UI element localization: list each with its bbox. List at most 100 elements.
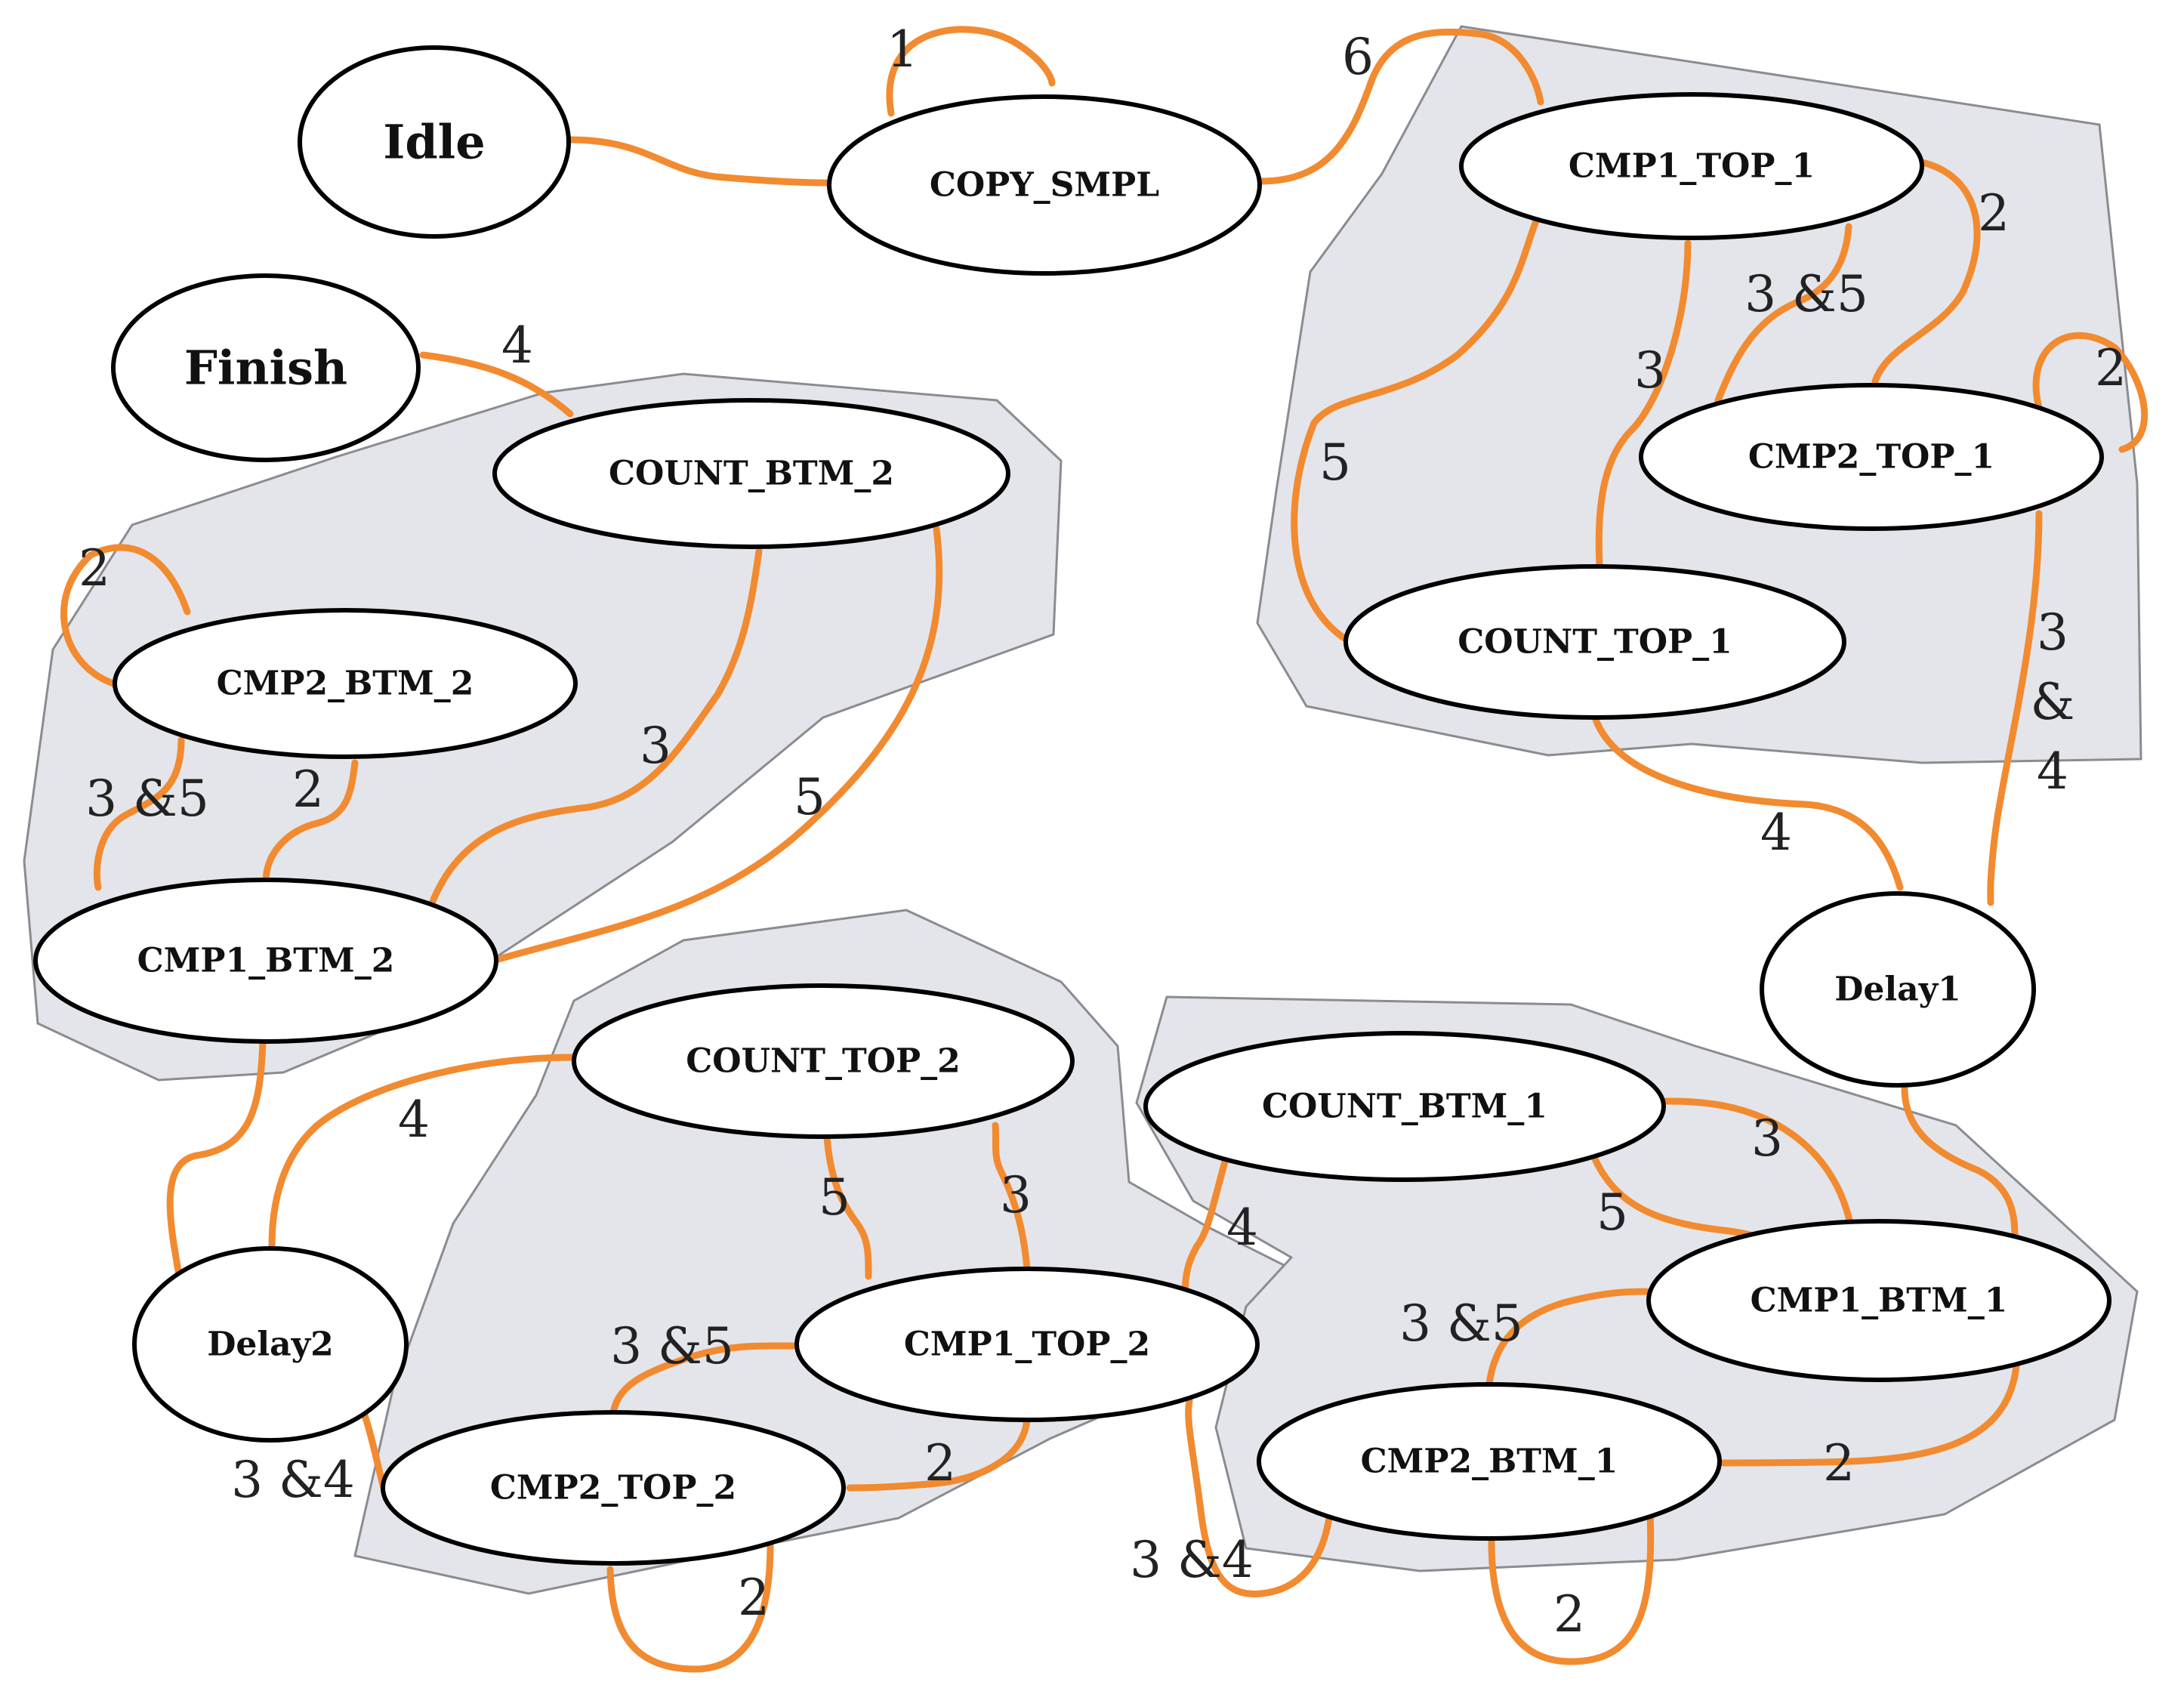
state-label: COUNT_BTM_2 <box>609 455 894 493</box>
transition-cmp2_btm_1-to-cmp1_top_2 <box>1185 1397 1333 1597</box>
transition-label-cmp2_top_1-to-cmp1_top_1: 3 &5 <box>1744 265 1868 323</box>
state-ellipse <box>794 1267 1260 1422</box>
transition-count_btm_1-to-cmp1_top_2 <box>1181 1158 1229 1307</box>
state-cmp1-top-2[interactable]: CMP1_TOP_2 <box>794 1267 1260 1422</box>
state-cmp2-btm-1[interactable]: CMP2_BTM_1 <box>1257 1382 1722 1541</box>
transition-cmp1_btm_2-to-count_btm_2 <box>428 548 763 907</box>
transition-label-cmp1_btm_2-to-count_btm_2: 3 <box>640 717 671 775</box>
state-ellipse <box>381 1410 846 1566</box>
transition-label-count_top_1-to-delay1: 4 <box>1760 804 1792 862</box>
state-label: CMP2_TOP_2 <box>490 1469 736 1507</box>
state-label: CMP2_BTM_2 <box>217 665 474 703</box>
transition-count_top_2-to-cmp1_top_2 <box>823 1133 872 1280</box>
state-delay2[interactable]: Delay2 <box>132 1246 409 1443</box>
transition-cmp2_top_1-to-cmp2_top_1 <box>2032 332 2149 453</box>
state-label: CMP1_TOP_1 <box>1569 147 1815 186</box>
transition-count_top_1-to-delay1 <box>1591 714 1904 891</box>
transition-idle-to-copy_smpl <box>566 136 831 187</box>
transition-label-cmp2_top_2-to-cmp1_top_2: 3 &5 <box>610 1317 734 1375</box>
state-cmp2-top-1[interactable]: CMP2_TOP_1 <box>1639 383 2104 531</box>
transition-label-cmp1_top_2-to-cmp2_top_2: 2 <box>924 1434 956 1492</box>
state-ellipse <box>298 45 571 239</box>
transition-label-cmp2_top_1-to-delay1: 3&4 <box>2031 603 2075 801</box>
state-label: CMP2_TOP_1 <box>1748 438 1994 477</box>
state-label: Idle <box>383 115 485 170</box>
transition-label-cmp2_top_1-to-cmp2_top_1: 2 <box>2095 339 2127 397</box>
transition-label-cmp1_btm_2-to-cmp2_btm_2: 2 <box>292 761 324 819</box>
transition-label-cmp1_btm_1-to-count_btm_1: 3 <box>1751 1109 1783 1168</box>
transition-label-cmp1_top_1-to-count_top_1: 3 <box>1634 341 1666 400</box>
state-label: CMP1_BTM_2 <box>137 942 395 980</box>
state-ellipse <box>1459 92 1924 240</box>
state-label: CMP1_TOP_2 <box>904 1325 1150 1364</box>
state-cmp2-top-2[interactable]: CMP2_TOP_2 <box>381 1410 846 1566</box>
transition-label-cmp2_top_2-to-delay2: 3 &4 <box>231 1451 355 1509</box>
state-ellipse <box>111 273 421 462</box>
state-label: COUNT_TOP_1 <box>1458 623 1732 662</box>
transition-cmp1_top_1-to-cmp2_top_1 <box>1871 159 1981 385</box>
transition-cmp2_top_1-to-delay1 <box>1987 510 2043 906</box>
state-delay1[interactable]: Delay1 <box>1760 891 2036 1088</box>
state-cmp1-top-1[interactable]: CMP1_TOP_1 <box>1459 92 1924 240</box>
state-label: CMP2_BTM_1 <box>1361 1443 1618 1481</box>
transition-cmp2_top_2-to-cmp2_top_2 <box>606 1541 774 1673</box>
transition-label-cmp2_btm_1-to-cmp1_btm_1: 3 &5 <box>1399 1295 1523 1353</box>
transition-cmp2_top_2-to-cmp1_top_2 <box>609 1342 797 1416</box>
state-count-btm-1[interactable]: COUNT_BTM_1 <box>1143 1031 1666 1182</box>
transition-label-cmp1_top_1-to-cmp2_top_1: 2 <box>1978 184 2010 242</box>
transitions <box>60 26 2149 1673</box>
state-cmp2-btm-2[interactable]: CMP2_BTM_2 <box>113 608 578 759</box>
state-cmp1-btm-2[interactable]: CMP1_BTM_2 <box>33 878 498 1044</box>
state-ellipse <box>1639 383 2104 531</box>
transition-label-cmp2_btm_1-to-cmp1_top_2: 3 &4 <box>1130 1531 1254 1589</box>
transition-copy_smpl-to-cmp1_top_1 <box>1257 28 1544 185</box>
transition-cmp1_top_2-to-cmp2_top_2 <box>846 1416 1031 1492</box>
state-finish[interactable]: Finish <box>111 273 421 462</box>
transition-count_top_2-to-delay2 <box>268 1054 576 1250</box>
state-ellipse <box>1257 1382 1722 1541</box>
states: IdleCOPY_SMPLFinishCMP1_TOP_1CMP2_TOP_1C… <box>33 45 2112 1566</box>
state-count-btm-2[interactable]: COUNT_BTM_2 <box>492 398 1010 549</box>
state-ellipse <box>1646 1219 2112 1382</box>
state-copy-smpl[interactable]: COPY_SMPL <box>827 94 1262 276</box>
transition-label-cmp2_top_2-to-cmp2_top_2: 2 <box>738 1569 770 1627</box>
transition-label-cmp1_btm_1-to-cmp2_btm_1: 2 <box>1823 1434 1855 1492</box>
state-count-top-1[interactable]: COUNT_TOP_1 <box>1343 564 1846 720</box>
transition-cmp2_btm_2-to-cmp2_btm_2 <box>60 544 191 687</box>
state-ellipse <box>1760 891 2036 1088</box>
transition-label-cmp1_top_2-to-count_top_2: 3 <box>1000 1166 1032 1224</box>
state-label: CMP1_BTM_1 <box>1751 1282 2008 1320</box>
transition-label-count_btm_1-to-cmp1_top_2: 4 <box>1226 1199 1258 1257</box>
transition-cmp1_top_1-to-count_top_1 <box>1595 239 1692 569</box>
transition-label-copy_smpl-to-copy_smpl: 1 <box>887 20 918 79</box>
state-label: COUNT_BTM_1 <box>1262 1088 1547 1126</box>
transition-count_top_1-to-cmp1_top_1 <box>1291 215 1541 642</box>
state-label: Finish <box>184 341 347 396</box>
state-ellipse <box>827 94 1262 276</box>
state-label: COUNT_TOP_2 <box>686 1042 960 1081</box>
transition-label-count_top_2-to-delay2: 4 <box>398 1091 430 1149</box>
state-ellipse <box>1143 1031 1666 1182</box>
transition-cmp2_btm_1-to-cmp2_btm_1 <box>1488 1511 1655 1665</box>
state-ellipse <box>132 1246 409 1443</box>
transition-cmp1_top_2-to-count_top_2 <box>992 1122 1031 1273</box>
transition-count_btm_2-to-cmp1_btm_2 <box>495 525 943 963</box>
state-ellipse <box>572 983 1075 1139</box>
state-cmp1-btm-1[interactable]: CMP1_BTM_1 <box>1646 1219 2112 1382</box>
state-count-top-2[interactable]: COUNT_TOP_2 <box>572 983 1075 1139</box>
transition-cmp2_top_1-to-cmp1_top_1 <box>1714 223 1852 404</box>
transition-cmp1_btm_2-to-cmp2_btm_2 <box>262 759 359 886</box>
transition-label-count_top_1-to-cmp1_top_1: 5 <box>1319 434 1351 492</box>
state-label: Delay2 <box>207 1325 334 1364</box>
transition-delay1-to-cmp1_btm_1 <box>1901 1082 2019 1246</box>
state-ellipse <box>113 608 578 759</box>
transition-count_btm_2-to-finish <box>419 351 574 418</box>
transition-label-count_btm_2-to-finish: 4 <box>501 316 533 375</box>
state-ellipse <box>492 398 1010 549</box>
transition-label-copy_smpl-to-cmp1_top_1: 6 <box>1342 28 1374 86</box>
transition-label-count_btm_2-to-cmp1_btm_2: 5 <box>794 768 825 826</box>
state-label: COPY_SMPL <box>930 166 1159 205</box>
state-idle[interactable]: Idle <box>298 45 571 239</box>
transition-label-count_btm_1-to-cmp1_btm_1: 5 <box>1596 1183 1628 1242</box>
